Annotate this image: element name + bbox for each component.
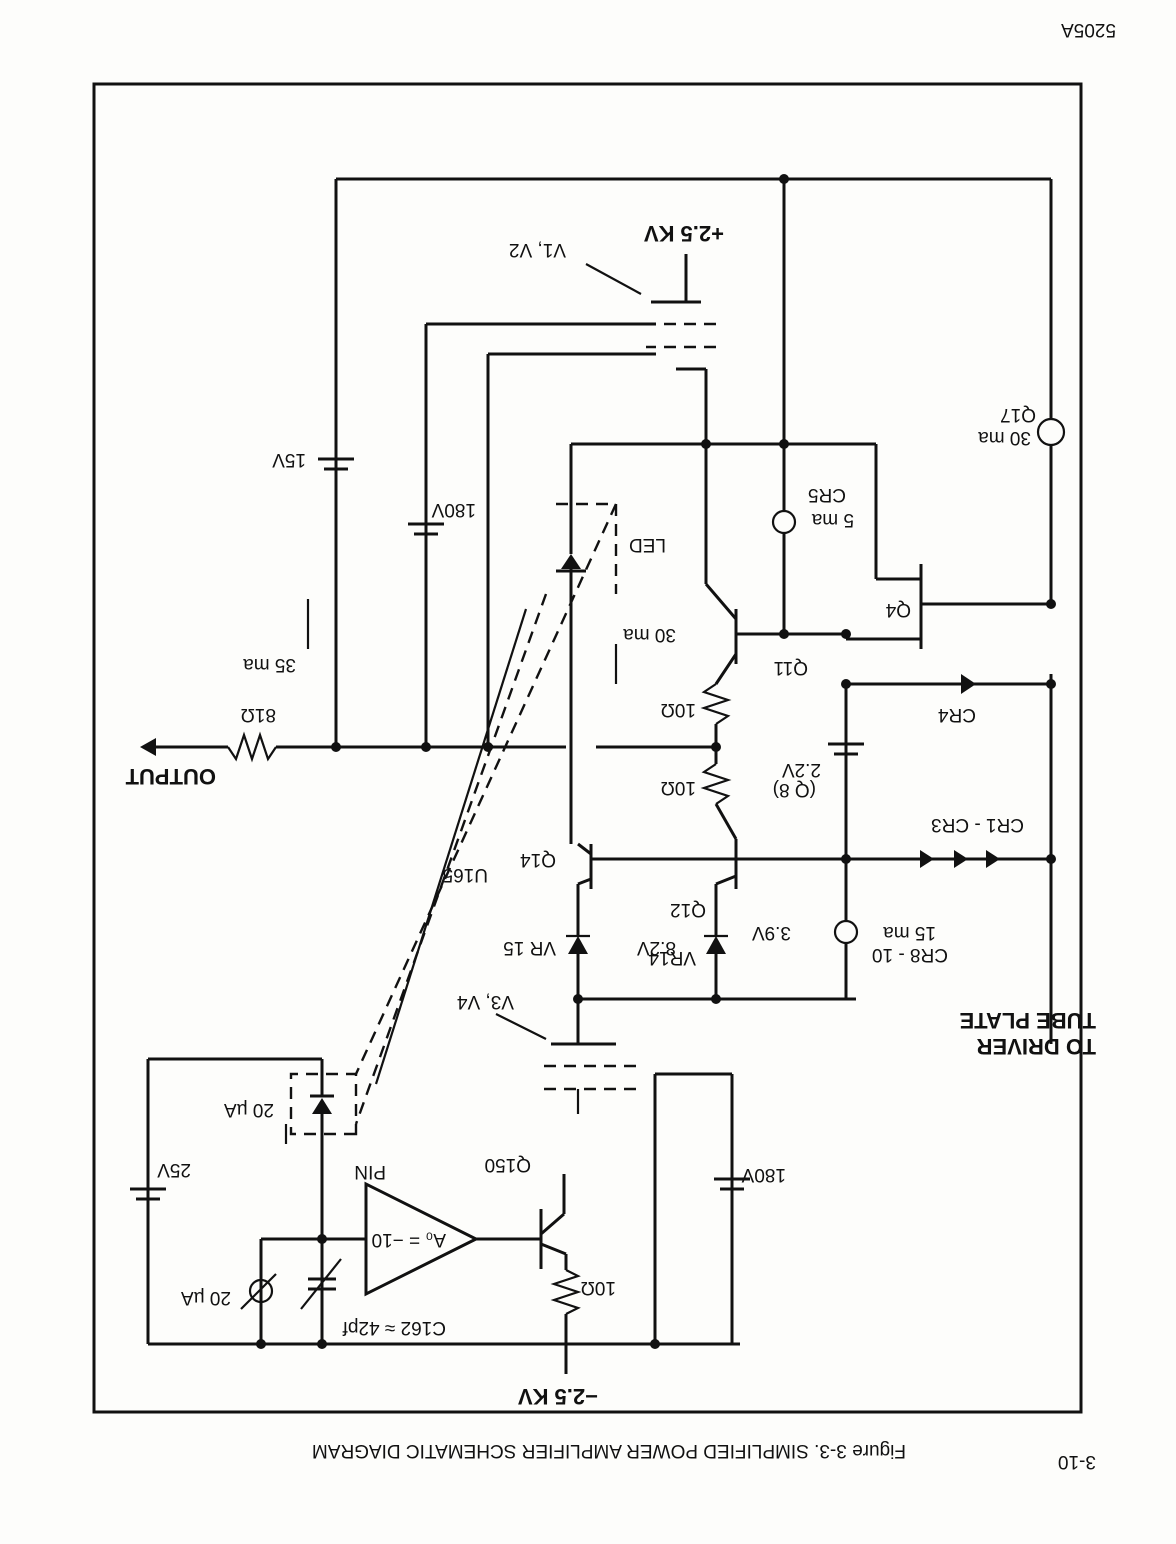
v15-label: 15V [272, 449, 306, 470]
ma30-led-label: 30 ma [623, 624, 676, 645]
q17-label: Q17 [1000, 404, 1036, 425]
v22-label: 2.2V [782, 759, 821, 780]
v3v4-label: V3, V4 [457, 991, 514, 1012]
ma30-q17-label: 30 ma [978, 427, 1031, 448]
vr14-label: VR14 [648, 947, 696, 968]
resistor-10-top [550, 1269, 582, 1315]
gain-label: A₀ = −10 [372, 1229, 446, 1250]
cr13-label: CR1 - CR3 [931, 814, 1024, 835]
cr810-label: CR8 - 10 [872, 944, 948, 965]
q8-label: (Q 8) [773, 779, 816, 800]
q12-label: Q12 [670, 899, 706, 920]
q11-label: Q11 [773, 657, 808, 678]
page-number: 3-10 [1058, 1451, 1096, 1472]
r10-mid2-label: 10Ω [661, 699, 696, 720]
diagram-frame [92, 82, 1083, 1414]
q4-label: Q4 [885, 599, 911, 620]
led-label: LED [629, 534, 666, 555]
figure-caption: Figure 3-3. SIMPLIFIED POWER AMPLIFIER S… [312, 1440, 906, 1461]
i20-top-label: 20 µA [181, 1287, 231, 1308]
current-source-top [248, 1278, 274, 1304]
ma35-label: 35 ma [243, 654, 296, 675]
cr8-10-source [833, 919, 859, 945]
u165-label: U165 [443, 864, 488, 885]
cr5-label: CR5 [808, 484, 846, 505]
q150-label: Q150 [485, 1154, 531, 1175]
q17-source [1036, 417, 1066, 447]
v82-label: 8.2V [637, 937, 676, 958]
neg-hv-label: −2.5 KV [518, 1384, 598, 1409]
v1v2-label: V1, V2 [509, 239, 566, 260]
resistor-10-mid2 [700, 683, 732, 725]
to-driver-label-1: TO DRIVER [976, 1034, 1096, 1059]
cr5-source [771, 509, 797, 535]
cr4-label: CR4 [938, 704, 976, 725]
r81-label: 81Ω [241, 704, 276, 725]
u165-optocoupler [354, 593, 548, 1125]
resistor-81 [227, 731, 277, 763]
output-label: OUTPUT [125, 764, 216, 789]
q14-label: Q14 [520, 849, 556, 870]
v39-label: 3.9V [752, 922, 791, 943]
c162-label: C162 ≈ 42pf [342, 1317, 446, 1338]
v25-label: 25V [157, 1159, 191, 1180]
pin-label: PIN [354, 1161, 386, 1182]
v180-bot-label: 180V [431, 499, 476, 520]
ma15-label: 15 ma [883, 922, 936, 943]
pos-hv-label: +2.5 KV [644, 221, 724, 246]
resistor-10-mid1 [700, 763, 732, 805]
v180-top-label: 180V [741, 1164, 786, 1185]
ma5-label: 5 ma [811, 509, 854, 530]
vr15-label: VR 15 [503, 937, 556, 958]
to-driver-label-2: TUBE PLATE [960, 1008, 1096, 1033]
doc-code: 5205A [1061, 19, 1116, 40]
i20-pin-label: 20 µA [224, 1099, 274, 1120]
r10-mid1-label: 10Ω [661, 777, 696, 798]
r10-top-label: 10Ω [581, 1277, 616, 1298]
